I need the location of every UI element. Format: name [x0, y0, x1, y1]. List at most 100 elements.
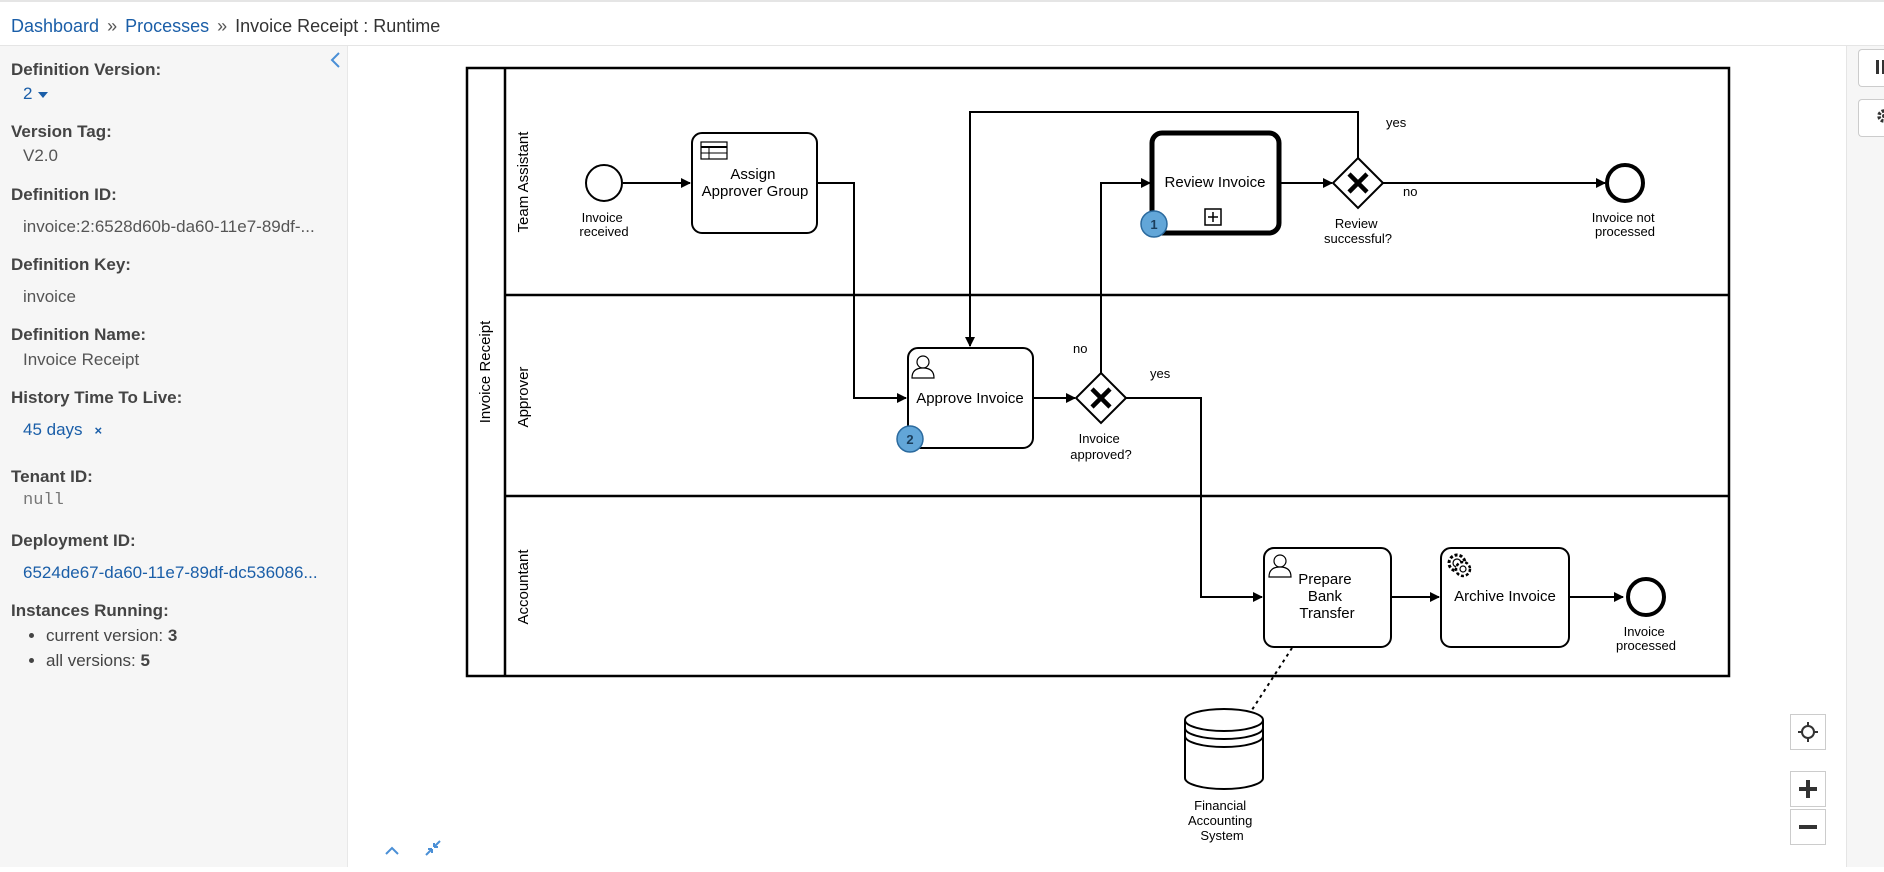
- datastore-label: Financial Accounting System: [1188, 798, 1256, 843]
- end-not-processed-label-line: Invoice not: [1592, 210, 1655, 225]
- instances-current: current version: 3: [46, 626, 177, 646]
- instances-current-label: current version:: [46, 626, 168, 645]
- instances-all-value: 5: [140, 651, 150, 670]
- pause-icon[interactable]: [1858, 49, 1884, 87]
- lane-label-approver: Approver: [515, 367, 532, 428]
- end-processed-label: Invoice processed: [1616, 624, 1676, 653]
- end-not-processed-label-line: processed: [1595, 224, 1655, 239]
- breadcrumb-separator: »: [217, 16, 228, 36]
- datastore-label-line: Accounting: [1188, 813, 1252, 828]
- compress-icon[interactable]: [424, 840, 442, 861]
- definition-name-value: Invoice Receipt: [23, 350, 140, 369]
- top-bar: Dashboard»Processes»Invoice Receipt : Ru…: [0, 0, 1884, 46]
- definition-version-label: Definition Version:: [11, 60, 162, 79]
- history-ttl-row: 45 days ×: [23, 420, 102, 440]
- user-icon: [911, 355, 935, 379]
- approve-task-label: Approve Invoice: [916, 390, 1024, 407]
- task-prepare-bank-transfer[interactable]: Prepare Bank Transfer: [1263, 547, 1392, 648]
- definition-version-value: 2: [23, 84, 33, 103]
- remove-icon[interactable]: ×: [94, 423, 103, 438]
- end-not-processed-label: Invoice not processed: [1592, 210, 1659, 239]
- instances-list: current version: 3 all versions: 5: [10, 626, 177, 676]
- instances-current-value: 3: [167, 626, 178, 645]
- flow-label-no: no: [1403, 184, 1417, 199]
- definition-version-dropdown[interactable]: 2: [23, 84, 49, 104]
- prepare-task-label-line: Prepare: [1298, 571, 1351, 588]
- minus-icon: [1799, 825, 1817, 829]
- sequence-flows: [623, 111, 1624, 602]
- definition-id: Definition ID: invoice:2:6528d60b-da60-1…: [11, 185, 315, 236]
- gateway-invoice-approved[interactable]: Invoice approved?: [1070, 371, 1132, 462]
- datastore-label-line: Financial: [1194, 798, 1246, 813]
- flow-label-yes: yes: [1150, 366, 1171, 381]
- datastore-label-line: System: [1200, 828, 1243, 843]
- review-gateway-label: Review successful?: [1324, 216, 1392, 246]
- exclusive-gateway-icon: [1347, 172, 1369, 194]
- end-event-invoice-not-processed[interactable]: Invoice not processed: [1592, 163, 1659, 239]
- instance-count-badge-review[interactable]: 1: [1140, 210, 1168, 238]
- plus-icon: [1799, 780, 1817, 798]
- subprocess-review-invoice[interactable]: Review Invoice 1: [1140, 130, 1282, 238]
- definition-id-label: Definition ID:: [11, 185, 117, 204]
- flow-label-no: no: [1073, 341, 1087, 356]
- breadcrumb-dashboard[interactable]: Dashboard: [11, 16, 100, 36]
- instance-count-badge-approve[interactable]: 2: [896, 425, 924, 453]
- end-event-invoice-processed[interactable]: Invoice processed: [1616, 577, 1676, 653]
- review-gateway-label-line: Review: [1335, 216, 1378, 231]
- review-task-label: Review Invoice: [1165, 174, 1266, 191]
- deployment-id-label: Deployment ID:: [11, 531, 136, 550]
- chevron-left-icon[interactable]: [326, 50, 346, 70]
- assign-task-label-line: Assign: [730, 166, 775, 183]
- assign-task-label: Assign Approver Group: [702, 166, 809, 200]
- definition-name-label: Definition Name:: [11, 325, 147, 344]
- version-tag: Version Tag: V2.0: [11, 122, 112, 165]
- end-processed-label-line: processed: [1616, 638, 1676, 653]
- history-ttl-value[interactable]: 45 days: [23, 420, 83, 439]
- gear-icon[interactable]: [1858, 99, 1884, 137]
- start-event-label-line: Invoice: [582, 210, 623, 225]
- crosshair-icon[interactable]: [1790, 714, 1826, 750]
- zoom-out-button[interactable]: [1790, 809, 1826, 845]
- diagram-canvas[interactable]: Invoice Receipt Team Assistant Approver …: [349, 46, 1849, 867]
- approve-badge-count: 2: [906, 432, 913, 447]
- task-assign-approver-group[interactable]: Assign Approver Group: [691, 132, 818, 234]
- task-approve-invoice[interactable]: Approve Invoice 2: [896, 347, 1034, 453]
- exclusive-gateway-icon: [1090, 387, 1112, 409]
- definition-sidebar: Definition Version: 2 Version Tag: V2.0 …: [0, 46, 348, 867]
- definition-version: Definition Version: 2: [11, 60, 162, 103]
- archive-task-label: Archive Invoice: [1454, 588, 1556, 605]
- instances-running: Instances Running:: [11, 601, 169, 621]
- lane-label-team-assistant: Team Assistant: [515, 131, 532, 233]
- instances-all-label: all versions:: [46, 651, 141, 670]
- start-event-invoice-received[interactable]: Invoice received: [579, 164, 629, 239]
- assign-task-label-line: Approver Group: [702, 183, 809, 200]
- history-ttl: History Time To Live: 45 days ×: [11, 388, 183, 439]
- approve-gateway-label: Invoice approved?: [1070, 431, 1131, 462]
- datastore-financial-accounting-system[interactable]: Financial Accounting System: [1184, 708, 1264, 843]
- caret-down-icon: [38, 91, 49, 98]
- deployment-id-link[interactable]: 6524de67-da60-11e7-89df-dc536086...: [23, 563, 318, 582]
- definition-key-value: invoice: [23, 287, 76, 306]
- tenant-id: Tenant ID: null: [11, 467, 93, 510]
- breadcrumb-processes[interactable]: Processes: [125, 16, 210, 36]
- lane-label-accountant: Accountant: [515, 549, 532, 625]
- instances-all: all versions: 5: [46, 651, 177, 671]
- zoom-in-button[interactable]: [1790, 771, 1826, 807]
- pool[interactable]: Invoice Receipt Team Assistant Approver …: [465, 66, 1731, 678]
- definition-key-label: Definition Key:: [11, 255, 131, 274]
- definition-key: Definition Key: invoice: [11, 255, 131, 306]
- end-processed-label-line: Invoice: [1624, 624, 1665, 639]
- deployment-id: Deployment ID: 6524de67-da60-11e7-89df-d…: [11, 531, 318, 582]
- chevron-up-icon[interactable]: [383, 841, 406, 861]
- definition-id-value: invoice:2:6528d60b-da60-11e7-89df-...: [23, 217, 315, 236]
- instances-running-label: Instances Running:: [11, 601, 169, 620]
- prepare-task-label-line: Transfer: [1299, 605, 1354, 622]
- flow-label-yes: yes: [1386, 115, 1407, 130]
- bpmn-diagram[interactable]: Invoice Receipt Team Assistant Approver …: [349, 46, 1849, 867]
- history-ttl-label: History Time To Live:: [11, 388, 183, 407]
- approve-gateway-label-line: Invoice: [1079, 431, 1120, 446]
- approve-gateway-label-line: approved?: [1070, 447, 1131, 462]
- task-archive-invoice[interactable]: Archive Invoice: [1440, 547, 1570, 648]
- gateway-review-successful[interactable]: Review successful?: [1324, 156, 1392, 246]
- start-event-label: Invoice received: [579, 210, 628, 239]
